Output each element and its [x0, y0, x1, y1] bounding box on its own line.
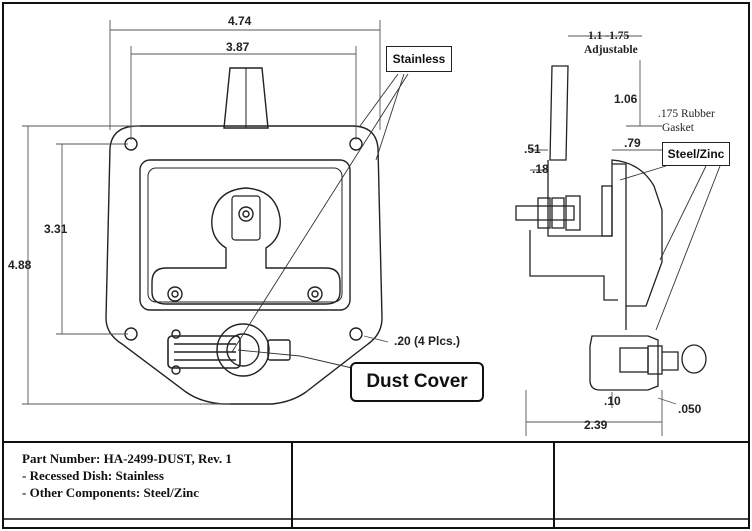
- side-key-shank: [662, 351, 679, 371]
- dim-10: .10: [604, 394, 621, 408]
- leader-stainless-1: [359, 73, 399, 127]
- dust-cover-pin-bottom: [171, 365, 181, 375]
- dim-overall-width: 4.74: [228, 14, 252, 28]
- dim-overall-height: 4.88: [8, 258, 32, 272]
- side-nut-1: [537, 197, 551, 229]
- leader-steel-2: [659, 165, 707, 261]
- front-dimensions: [22, 20, 389, 405]
- side-lock-body: [589, 335, 659, 391]
- handle-rivet-right: [307, 286, 323, 302]
- side-dimensions: [525, 35, 677, 436]
- lock-cylinder: [226, 333, 260, 367]
- handle-lock-body: [231, 195, 261, 241]
- handle-rivet-right-inner: [311, 290, 319, 298]
- handle-pivot-inner: [242, 210, 250, 218]
- leader-steel-3: [655, 165, 721, 331]
- side-lock-core: [619, 347, 649, 373]
- dim-hole-spacing-height: 3.31: [44, 222, 68, 236]
- handle-rivet-left-inner: [171, 290, 179, 298]
- callout-steel-zinc: Steel/Zinc: [662, 142, 730, 166]
- dim-hole-spacing-width: 3.87: [226, 40, 250, 54]
- recessed-dish: [139, 159, 351, 311]
- side-key-bow: [681, 344, 707, 374]
- side-pawl: [529, 230, 618, 301]
- dim-79: .79: [624, 136, 641, 150]
- side-handle: [549, 65, 569, 161]
- side-flange: [612, 163, 627, 330]
- note-recessed-dish: - Recessed Dish: Stainless: [22, 468, 164, 483]
- dim-hole-size: .20 (4 Plcs.): [394, 334, 461, 348]
- side-stud: [515, 205, 575, 221]
- lock-tab: [267, 339, 291, 361]
- title-block-grid: [3, 441, 749, 528]
- t-handle: [151, 187, 341, 305]
- leader-stainless-3: [231, 73, 409, 353]
- leader-hole: [363, 335, 389, 343]
- dim-18: .18: [532, 162, 549, 176]
- dim-gasket-label: .175 Rubber: [658, 108, 715, 120]
- dim-adjustable-range: 1.1 -1.75: [588, 30, 630, 42]
- dim-2-39: 2.39: [584, 418, 608, 432]
- dim-51: .51: [524, 142, 541, 156]
- handle-pivot: [238, 206, 254, 222]
- outer-flange: [105, 125, 383, 405]
- dim-050: .050: [678, 402, 702, 416]
- mount-hole-br: [349, 327, 363, 341]
- callout-leaders: [231, 73, 721, 369]
- side-nut-2: [551, 197, 565, 229]
- dim-gasket-label-2: Gasket: [662, 122, 694, 134]
- side-lock-face: [647, 345, 663, 375]
- callout-stainless: Stainless: [386, 46, 452, 72]
- handle-rivet-left: [167, 286, 183, 302]
- leader-dust-cover: [237, 349, 353, 369]
- dim-adjustable-label: Adjustable: [584, 44, 638, 56]
- side-view: [515, 65, 707, 391]
- side-dish-profile: [547, 159, 663, 307]
- note-other-components: - Other Components: Steel/Zinc: [22, 485, 200, 500]
- dim-line-050: [657, 397, 677, 405]
- callout-dust-cover: Dust Cover: [350, 362, 484, 402]
- dust-cover: [167, 335, 241, 369]
- title-block-notes: Part Number: HA-2499-DUST, Rev. 1 - Rece…: [22, 450, 232, 501]
- dim-1-06: 1.06: [614, 92, 638, 106]
- dust-cover-pin-top: [171, 329, 181, 339]
- front-view: [105, 67, 383, 405]
- side-washer: [565, 195, 581, 231]
- lock-cylinder-housing: [216, 323, 270, 377]
- handle-stem: [223, 67, 269, 129]
- recessed-dish-inner: [147, 167, 343, 303]
- part-number: Part Number: HA-2499-DUST, Rev. 1: [22, 451, 232, 466]
- side-plate: [601, 185, 613, 237]
